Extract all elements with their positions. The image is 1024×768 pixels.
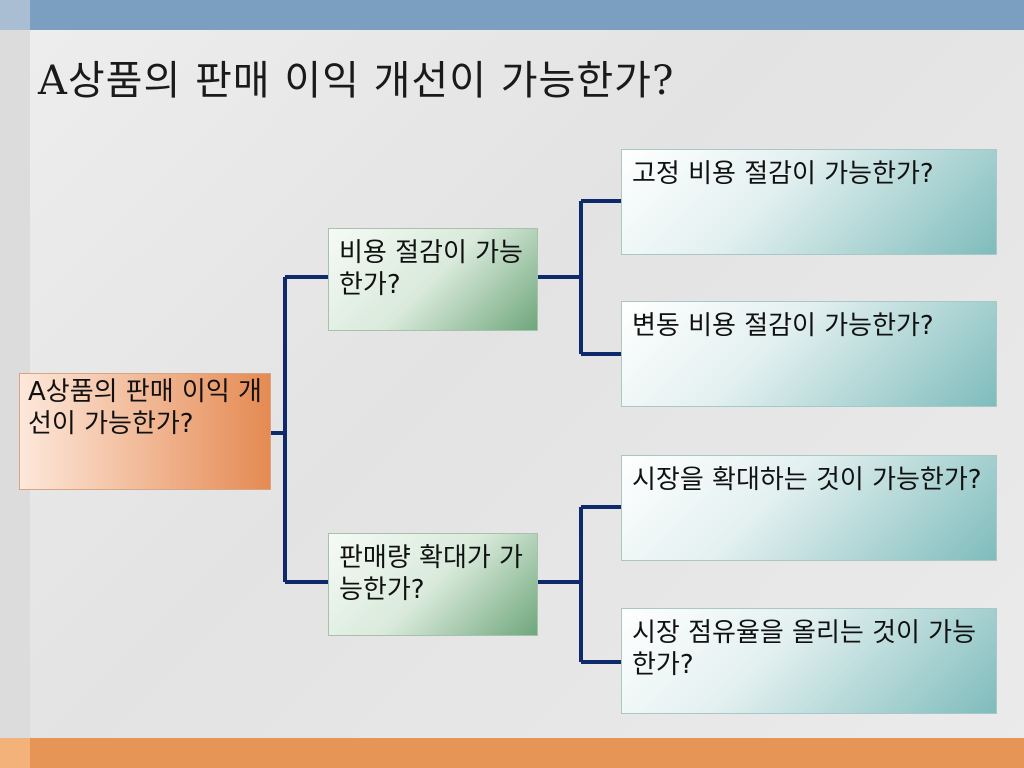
connector-cost-to-leaves (538, 199, 621, 356)
leaf-node-market-expansion: 시장을 확대하는 것이 가능한가? (621, 455, 997, 561)
connector-root-to-branches (271, 275, 328, 584)
bottom-band (0, 738, 1024, 768)
top-band (0, 0, 1024, 30)
branch-node-cost-reduction: 비용 절감이 가능한가? (328, 228, 538, 331)
top-band-main (30, 0, 1024, 30)
leaf-node-variable-cost: 변동 비용 절감이 가능한가? (621, 301, 997, 407)
top-band-light (0, 0, 30, 30)
leaf-node-fixed-cost: 고정 비용 절감이 가능한가? (621, 149, 997, 255)
bottom-band-light (0, 738, 30, 768)
root-node: A상품의 판매 이익 개선이 가능한가? (19, 373, 271, 490)
leaf-node-market-share: 시장 점유율을 올리는 것이 가능한가? (621, 608, 997, 714)
connector-sales-to-leaves (538, 505, 621, 664)
bottom-band-main (30, 738, 1024, 768)
branch-node-sales-volume: 판매량 확대가 가능한가? (328, 533, 538, 636)
slide-title: A상품의 판매 이익 개선이 가능한가? (38, 58, 675, 104)
